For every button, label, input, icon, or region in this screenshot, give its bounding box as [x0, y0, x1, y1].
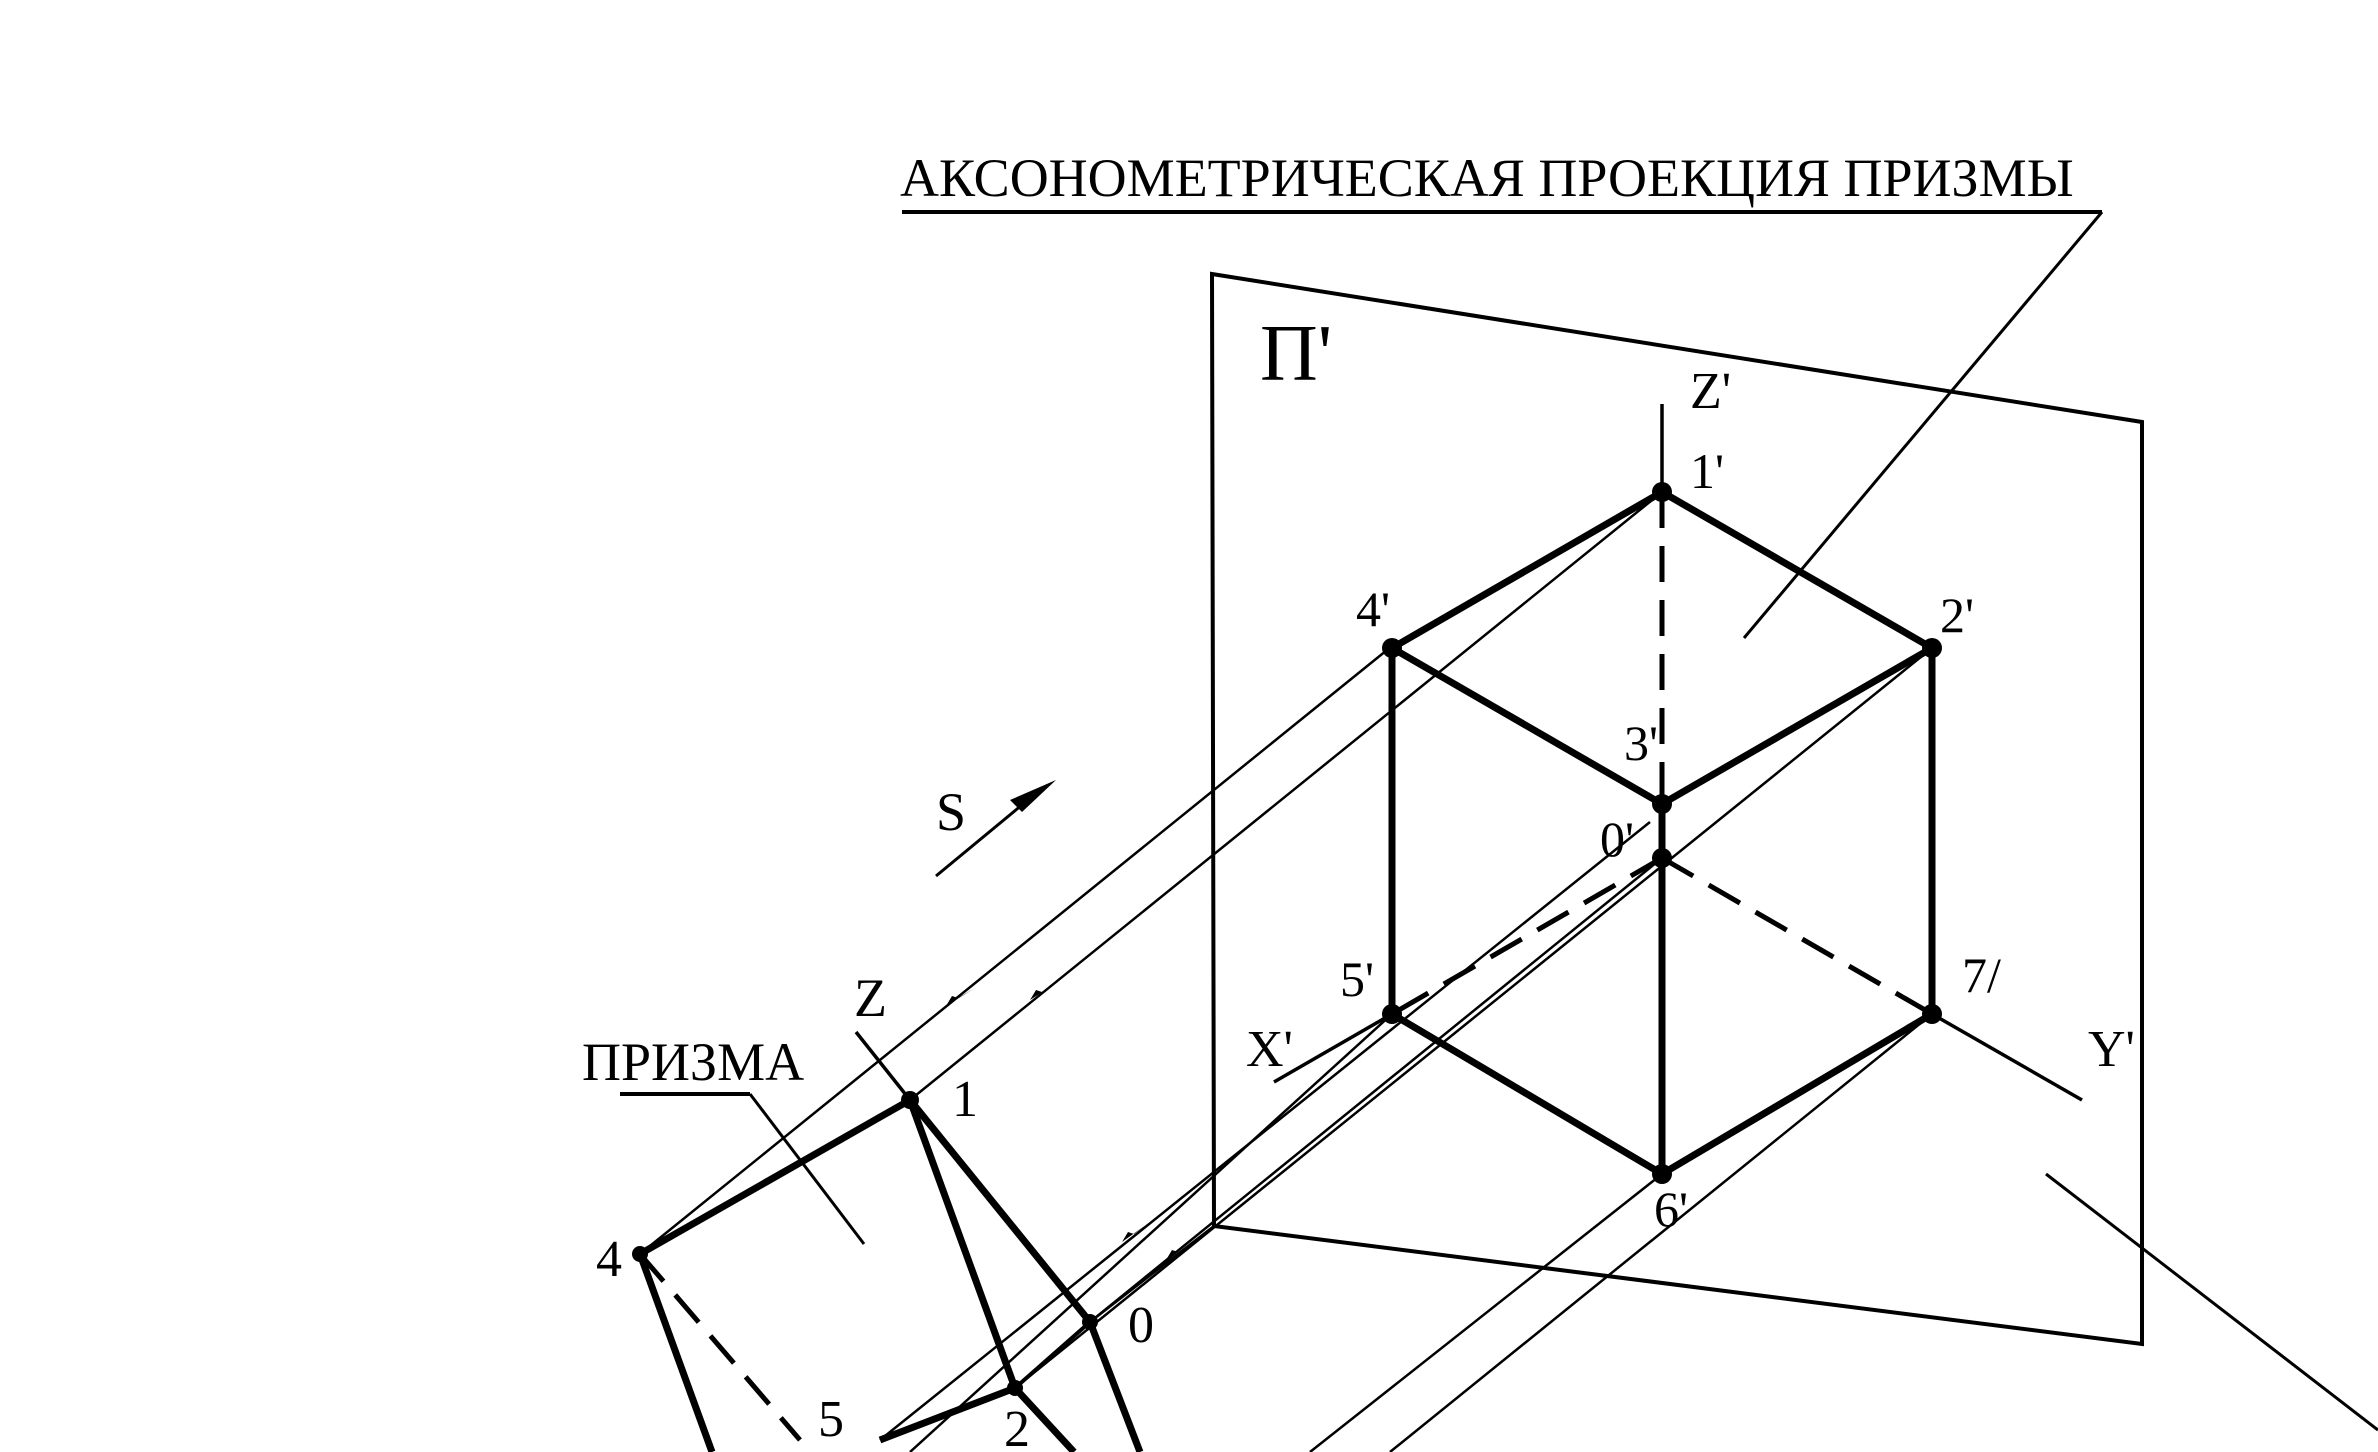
prism-edge-1-0: [907, 1097, 1093, 1325]
point-label-1: 1: [952, 1071, 978, 1128]
point-label-2: 2: [1004, 1401, 1030, 1452]
projected-prism: [1388, 488, 1936, 1178]
point-label-2p: 2': [1940, 587, 1974, 643]
vertex-2: [1007, 1380, 1023, 1396]
ray-arrow: [1122, 1222, 1150, 1242]
point-label-3p: 3': [1624, 715, 1658, 771]
vertex-4p: [1382, 638, 1402, 658]
point-label-1p: 1': [1690, 443, 1724, 499]
title-leader: [1742, 211, 2104, 639]
ray-4: [639, 645, 1393, 1255]
ray-origin-plane: [1089, 1225, 1215, 1323]
ray-arrow: [1030, 982, 1058, 1000]
vertex-3p: [1652, 794, 1672, 814]
plane-leader: [2045, 1172, 2378, 1432]
hidden-edge-0-5: [1390, 855, 1664, 1017]
hidden-edge-4-5: [638, 1252, 802, 1442]
projected-top-face: [1388, 488, 1936, 808]
ray-0: [1089, 857, 1663, 1323]
axis-z-proj-label: Z': [1690, 363, 1731, 420]
diagram-title: АКСОНОМЕТРИЧЕСКАЯ ПРОЕКЦИЯ ПРИЗМЫ: [900, 148, 2074, 208]
axis-z: [854, 1030, 912, 1102]
vertex-1p: [1652, 482, 1672, 502]
axonometric-axes: [854, 404, 2083, 1102]
point-label-5: 5: [818, 1391, 844, 1448]
ray-5b: [909, 1013, 1393, 1452]
prism-leader: [748, 1093, 866, 1245]
point-label-7p: 7/: [1962, 947, 2001, 1003]
projected-vertices: [1382, 482, 1942, 1184]
leaders: [620, 210, 2378, 1432]
vertex-4: [632, 1246, 648, 1262]
axis-x-proj-label: X': [1246, 1021, 1293, 1078]
prism-edge-2-0: [1013, 1320, 1092, 1390]
hidden-edge-0-7: [1660, 855, 1934, 1017]
direction-label: S: [936, 782, 966, 842]
axis-z-label: Z: [854, 968, 887, 1028]
vertex-0p: [1652, 848, 1672, 868]
original-prism: [636, 1096, 1144, 1452]
point-label-5p: 5': [1340, 951, 1374, 1007]
ray-arrow: [1166, 1240, 1196, 1260]
direction-s-arrowhead: [1010, 780, 1056, 812]
projecting-rays: [639, 491, 1933, 1452]
original-vertices: [632, 1091, 1098, 1396]
vertex-5p: [1382, 1004, 1402, 1024]
axis-x-proj: [1273, 1012, 1393, 1084]
ray-2: [1014, 647, 1933, 1389]
prism-edge-1-2: [906, 1098, 1019, 1390]
projection-plane: [1209, 271, 2144, 1347]
origin-proj-label: 0': [1600, 811, 1634, 867]
point-label-4: 4: [596, 1231, 622, 1288]
prism-edge-4-down: [636, 1252, 716, 1452]
ray-arrows: [946, 982, 1196, 1260]
plane-label: П': [1260, 310, 1332, 398]
ray-7: [1389, 1013, 1933, 1452]
vertex-2p: [1922, 638, 1942, 658]
ray-6: [1309, 1173, 1663, 1452]
axis-y-proj: [1931, 1012, 2083, 1102]
vertex-1: [901, 1091, 919, 1109]
original-hidden-edges: [638, 1252, 802, 1442]
origin-label: 0: [1128, 1297, 1154, 1354]
ray-1: [909, 491, 1663, 1101]
axis-y-proj-label: Y': [2088, 1021, 2135, 1078]
prism-edge-2-down: [1012, 1385, 1077, 1452]
prism-edge-4-1: [638, 1096, 912, 1258]
point-label-4p: 4': [1356, 581, 1390, 637]
point-label-6p: 6': [1654, 1181, 1688, 1237]
prism-label: ПРИЗМА: [582, 1032, 804, 1092]
prism-edge-0-down: [1086, 1320, 1144, 1452]
prism-edge-5-2: [878, 1384, 1017, 1444]
ray-arrow: [946, 988, 975, 1006]
vertex-6p: [1652, 1164, 1672, 1184]
vertex-7p: [1922, 1004, 1942, 1024]
vertex-0: [1082, 1314, 1098, 1330]
